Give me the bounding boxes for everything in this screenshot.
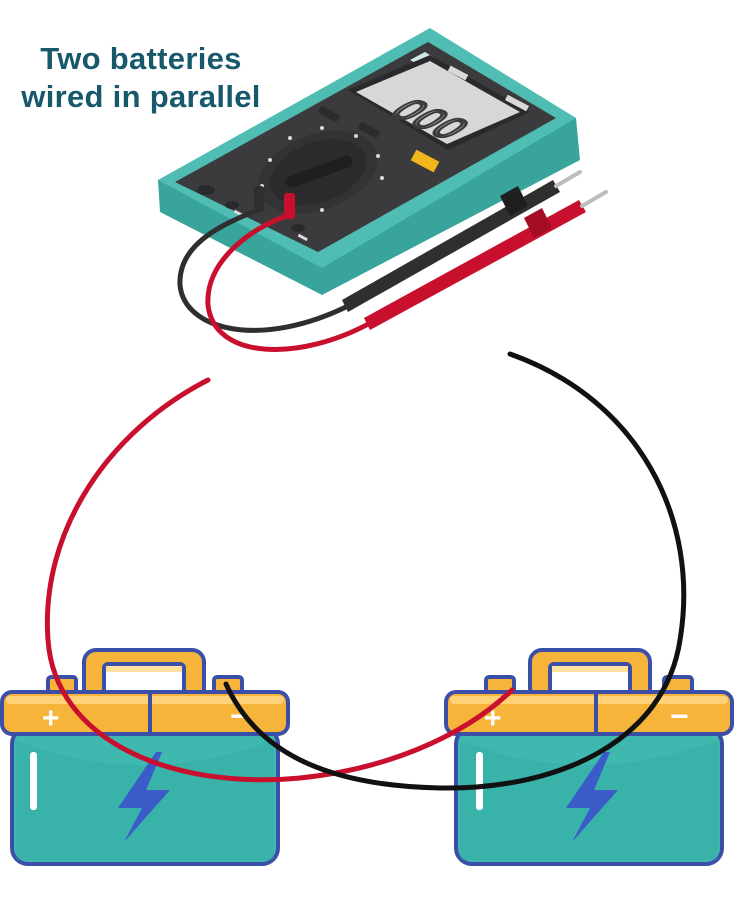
red-probe <box>364 200 586 330</box>
red-lead-plug <box>284 193 295 219</box>
battery-negative-symbol: − <box>230 698 249 734</box>
multimeter-button[interactable] <box>357 121 380 138</box>
black-probe-tip <box>554 170 582 188</box>
multimeter-hold-button[interactable] <box>410 149 440 173</box>
multimeter-jack-label <box>297 233 308 242</box>
battery-negative-symbol: − <box>670 698 689 734</box>
battery-left: + − <box>0 648 290 866</box>
multimeter: 000 <box>158 28 580 295</box>
battery-right: + − <box>444 648 734 866</box>
diagram-title: Two batteries wired in parallel <box>6 40 276 116</box>
black-lead-plug <box>254 186 264 212</box>
multimeter-jack[interactable] <box>225 201 239 209</box>
multimeter-display <box>356 61 520 144</box>
positive-wire <box>44 377 515 783</box>
lightning-bolt-icon <box>566 752 618 842</box>
red-probe-guard <box>524 208 552 238</box>
multimeter-jack[interactable] <box>291 224 305 232</box>
red-probe-tip <box>580 190 608 208</box>
battery-positive-symbol: + <box>42 702 60 735</box>
black-probe-guard <box>500 186 528 216</box>
multimeter-button[interactable] <box>317 105 340 122</box>
lightning-bolt-icon <box>118 752 170 842</box>
black-probe <box>342 180 560 312</box>
multimeter-jack[interactable] <box>197 185 215 195</box>
multimeter-button[interactable] <box>504 94 530 112</box>
dial-markers <box>260 126 384 216</box>
title-line-2: wired in parallel <box>21 79 261 114</box>
title-line-1: Two batteries <box>40 41 242 76</box>
red-lead-cable <box>205 212 375 352</box>
multimeter-dial-knob <box>285 155 353 188</box>
black-lead-cable <box>177 207 353 333</box>
test-leads <box>177 170 608 352</box>
negative-wire <box>223 351 687 791</box>
multimeter-button[interactable] <box>447 65 469 81</box>
